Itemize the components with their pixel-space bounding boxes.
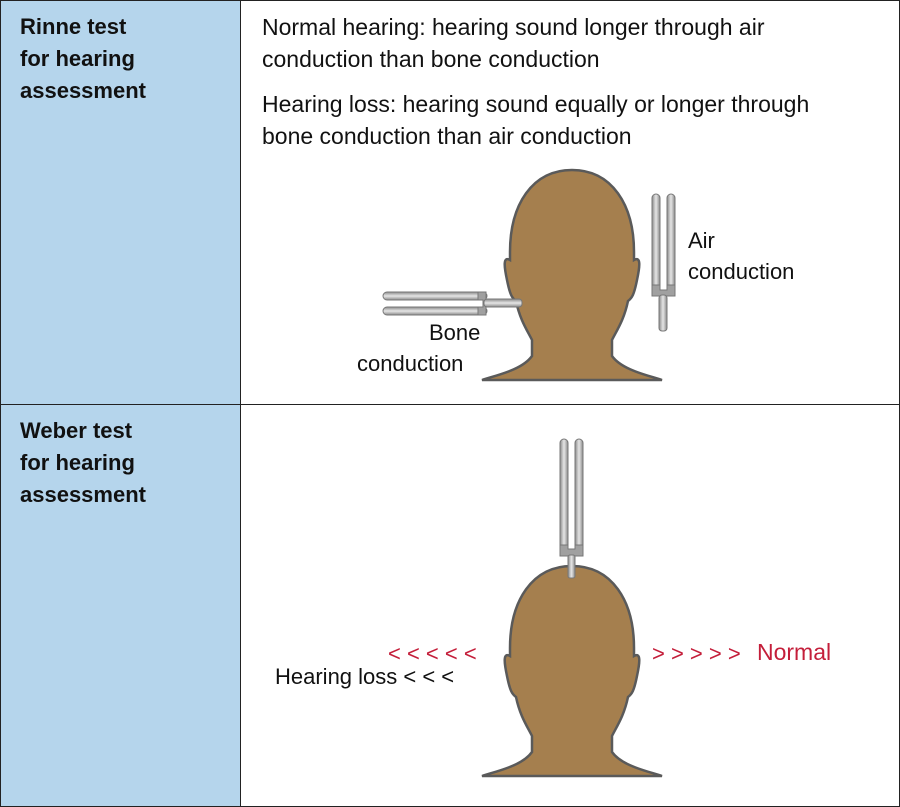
rinne-title: Rinne test for hearing assessment bbox=[20, 14, 146, 103]
bone-label: Bone bbox=[429, 320, 481, 345]
weber-tuning-fork-icon bbox=[559, 438, 584, 579]
weber-head bbox=[480, 564, 664, 778]
rinne-air-tuning-fork-icon bbox=[651, 193, 676, 332]
rinne-loss-text: Hearing loss: hearing sound equally or l… bbox=[262, 91, 810, 149]
hearing-loss-label: Hearing loss < < < bbox=[275, 664, 455, 689]
bone-label-2: conduction bbox=[357, 351, 464, 376]
label-column bbox=[1, 1, 241, 806]
weber-right-arrows: > > > > > bbox=[652, 641, 741, 666]
weber-left-arrows: < < < < < bbox=[388, 641, 477, 666]
air-label-2: conduction bbox=[688, 259, 795, 284]
weber-title: Weber test for hearing assessment bbox=[20, 418, 146, 507]
air-label: Air bbox=[688, 228, 715, 253]
normal-label: Normal bbox=[757, 639, 832, 665]
row-divider bbox=[0, 404, 900, 405]
rinne-bone-tuning-fork-icon bbox=[382, 291, 523, 316]
rinne-head bbox=[480, 168, 664, 382]
rinne-normal-text: Normal hearing: hearing sound longer thr… bbox=[262, 14, 765, 72]
